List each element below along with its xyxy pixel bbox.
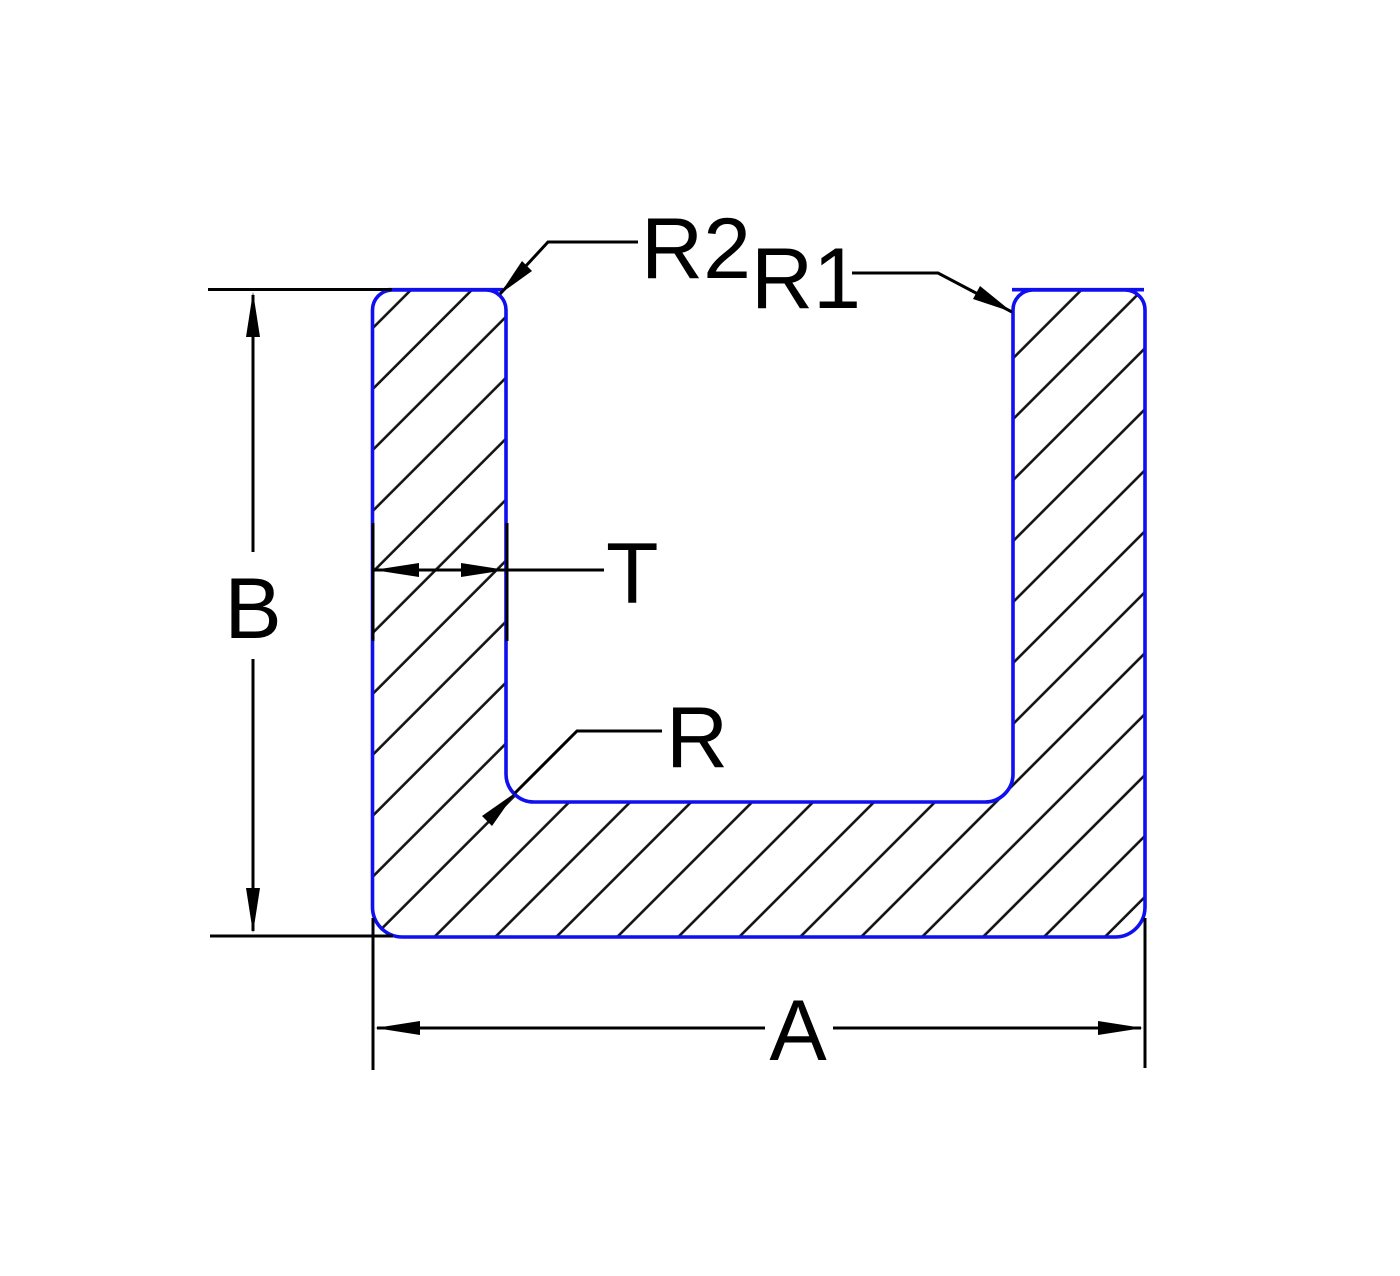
r-leader-line — [513, 729, 662, 795]
annotations — [208, 240, 1147, 1070]
dimension-a — [371, 918, 1147, 1070]
t-label: T — [606, 526, 659, 622]
dimension-labels: B A T R R2 R1 — [224, 201, 861, 1079]
r-arrow-icon — [482, 793, 515, 826]
r1-label: R1 — [751, 231, 861, 327]
b-label: B — [224, 561, 281, 657]
r-label: R — [666, 690, 728, 786]
r2-arrow-icon — [500, 261, 532, 294]
b-arrow-down-icon — [246, 888, 260, 933]
b-arrow-up-icon — [246, 292, 260, 337]
dimension-b — [208, 288, 393, 938]
r2-label: R2 — [641, 201, 751, 297]
a-label: A — [769, 983, 827, 1079]
t-arrow-left-icon — [374, 563, 419, 577]
r1-arrow-icon — [973, 286, 1012, 312]
leader-r — [513, 729, 662, 795]
a-arrow-right-icon — [1098, 1021, 1143, 1035]
a-arrow-left-icon — [375, 1021, 420, 1035]
arrowheads — [246, 261, 1143, 1035]
channel-outline — [370, 287, 1147, 939]
t-arrow-right-icon — [461, 563, 506, 577]
